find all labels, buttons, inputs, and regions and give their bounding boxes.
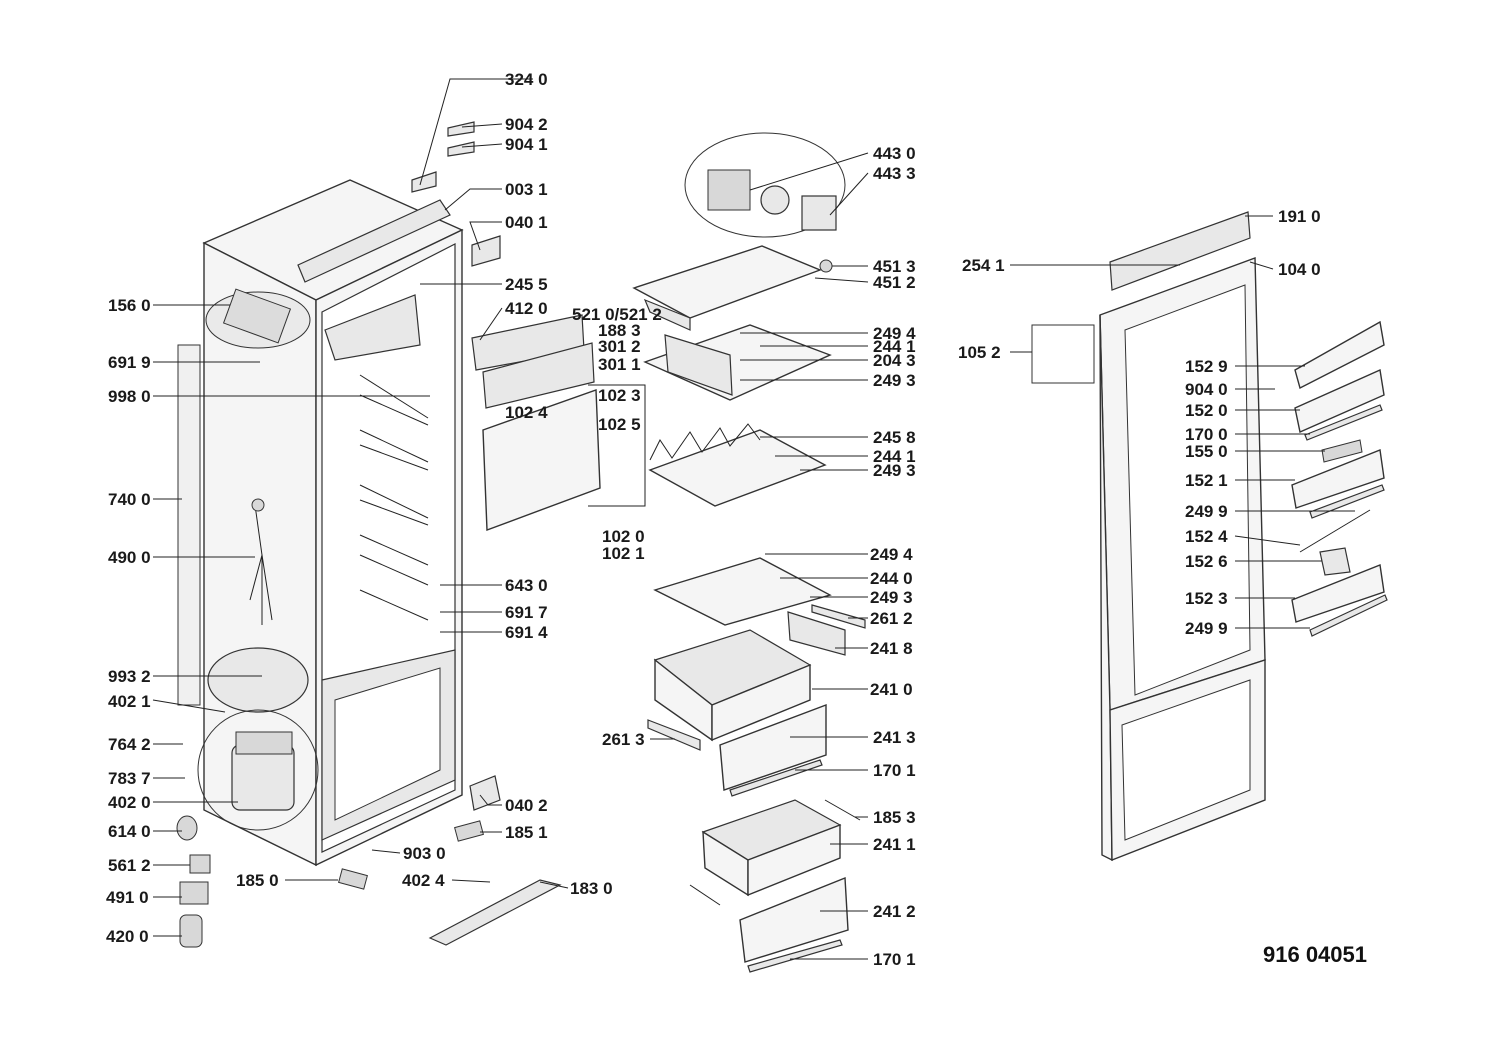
label-156-0: 156 0 [108,296,151,315]
label-412-0: 412 0 [505,299,548,318]
label-643-0: 643 0 [505,576,548,595]
label-241-3: 241 3 [873,728,916,747]
label-244-1: 244 1 [873,337,916,356]
label-691-4: 691 4 [505,623,548,642]
label-783-7: 783 7 [108,769,151,788]
label-402-4: 402 4 [402,871,445,890]
document-code: 916 04051 [1263,942,1367,967]
label-443-3: 443 3 [873,164,916,183]
label-170-1b: 170 1 [873,950,916,969]
label-102-0: 102 0 [602,527,645,546]
label-244-1b: 244 1 [873,447,916,466]
label-152-0: 152 0 [1185,401,1228,420]
label-691-7: 691 7 [505,603,548,622]
label-185-0: 185 0 [236,871,279,890]
label-993-2: 993 2 [108,667,151,686]
label-245-8: 245 8 [873,428,916,447]
label-521-0-521-2: 521 0/521 2 [572,305,662,324]
cabinet-drawing [176,121,646,948]
label-102-5: 102 5 [598,415,641,434]
leader-lines [152,78,1355,960]
label-244-0: 244 0 [870,569,913,588]
label-152-4: 152 4 [1185,527,1228,546]
label-170-1: 170 1 [873,761,916,780]
label-402-1: 402 1 [108,692,151,711]
label-301-1: 301 1 [598,355,641,374]
label-249-4b: 249 4 [870,545,913,564]
label-490-0: 490 0 [108,548,151,567]
label-003-1: 003 1 [505,180,548,199]
label-102-3: 102 3 [598,386,641,405]
label-104-0: 104 0 [1278,260,1321,279]
label-261-2: 261 2 [870,609,913,628]
label-185-1: 185 1 [505,823,548,842]
label-420-0: 420 0 [106,927,149,946]
label-402-0: 402 0 [108,793,151,812]
label-903-0: 903 0 [403,844,446,863]
label-191-0: 191 0 [1278,207,1321,226]
label-904-2: 904 2 [505,115,548,134]
label-152-6: 152 6 [1185,552,1228,571]
label-241-0: 241 0 [870,680,913,699]
label-155-0: 155 0 [1185,442,1228,461]
label-152-1: 152 1 [1185,471,1228,490]
label-740-0: 740 0 [108,490,151,509]
label-904-1: 904 1 [505,135,548,154]
label-764-2: 764 2 [108,735,151,754]
label-998-0: 998 0 [108,387,151,406]
label-451-3: 451 3 [873,257,916,276]
label-245-5: 245 5 [505,275,548,294]
label-491-0: 491 0 [106,888,149,907]
center-parts-drawing [632,132,866,973]
label-170-0: 170 0 [1185,425,1228,444]
label-152-3: 152 3 [1185,589,1228,608]
label-561-2: 561 2 [108,856,151,875]
label-152-9: 152 9 [1185,357,1228,376]
label-188-3: 188 3 [598,321,641,340]
label-040-2: 040 2 [505,796,548,815]
label-249-9b: 249 9 [1185,619,1228,638]
label-324-0: 324 0 [505,70,548,89]
part-labels: 324 0 904 2 904 1 003 1 040 1 245 5 156 … [106,70,1367,969]
label-261-3: 261 3 [602,730,645,749]
label-241-1: 241 1 [873,835,916,854]
label-614-0: 614 0 [108,822,151,841]
label-249-4: 249 4 [873,324,916,343]
label-204-3: 204 3 [873,351,916,370]
label-691-9: 691 9 [108,353,151,372]
label-301-2: 301 2 [598,337,641,356]
label-249-3b: 249 3 [873,461,916,480]
label-241-2: 241 2 [873,902,916,921]
label-183-0: 183 0 [570,879,613,898]
label-249-9: 249 9 [1185,502,1228,521]
label-185-3: 185 3 [873,808,916,827]
label-249-3: 249 3 [873,371,916,390]
label-254-1: 254 1 [962,256,1005,275]
label-443-0: 443 0 [873,144,916,163]
label-102-1: 102 1 [602,544,645,563]
label-241-8: 241 8 [870,639,913,658]
label-105-2: 105 2 [958,343,1001,362]
label-451-2: 451 2 [873,273,916,292]
label-102-4: 102 4 [505,403,548,422]
label-904-0: 904 0 [1185,380,1228,399]
label-249-3c: 249 3 [870,588,913,607]
door-drawing [1031,211,1388,862]
label-040-1: 040 1 [505,213,548,232]
